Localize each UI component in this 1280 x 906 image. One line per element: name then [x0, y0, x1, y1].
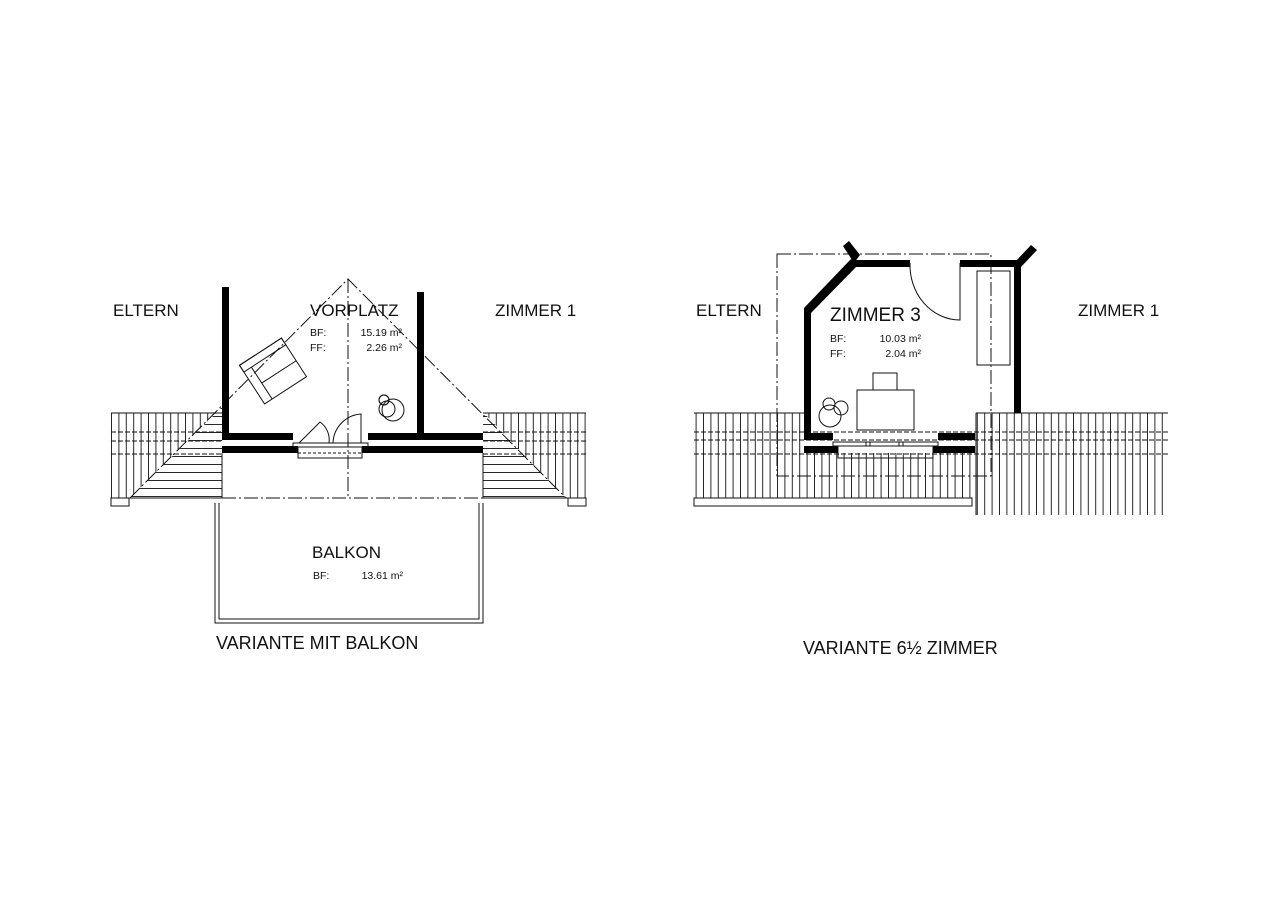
room-label-balkon: BALKON: [312, 543, 381, 562]
chair: [872, 372, 898, 391]
room-label-zimmer1: ZIMMER 1: [1078, 301, 1159, 320]
room-label-eltern: ELTERN: [113, 301, 179, 320]
caption-variante-balkon: VARIANTE MIT BALKON: [216, 633, 418, 653]
bf-value: 15.19 m²: [361, 327, 403, 339]
walls-left: [222, 287, 483, 453]
ff-value: 2.04 m²: [885, 348, 921, 360]
room-label-vorplatz: VORPLATZ: [310, 301, 398, 320]
desk: [856, 389, 915, 431]
plant-icon: [378, 394, 405, 422]
right-plan: ELTERN ZIMMER 3 ZIMMER 1 BF: 10.03 m² FF…: [693, 241, 1168, 658]
balkon-bf-value: 13.61 m²: [362, 570, 404, 582]
wardrobe: [976, 270, 1011, 366]
room-label-zimmer1: ZIMMER 1: [495, 301, 576, 320]
room-label-zimmer3: ZIMMER 3: [830, 305, 921, 326]
gable-outline: [129, 278, 567, 499]
sofa-icon: [238, 337, 308, 405]
bf-label: BF:: [310, 327, 326, 339]
balcony-outline: [214, 503, 484, 624]
ff-label: FF:: [310, 342, 326, 354]
ff-label: FF:: [830, 348, 846, 360]
ff-value: 2.26 m²: [366, 342, 402, 354]
caption-variante-zimmer: VARIANTE 6½ ZIMMER: [803, 638, 998, 658]
room-label-eltern: ELTERN: [696, 301, 762, 320]
plant-icon: [818, 397, 849, 428]
bf-label: BF:: [830, 333, 846, 345]
window: [832, 441, 939, 459]
balcony-door: [292, 413, 369, 459]
roof-hatching-left: [110, 407, 587, 507]
balkon-bf-label: BF:: [313, 570, 329, 582]
bf-value: 10.03 m²: [880, 333, 922, 345]
door-swing: [909, 262, 961, 321]
left-plan: ELTERN VORPLATZ ZIMMER 1 BF: 15.19 m² FF…: [110, 278, 587, 653]
walls-right: [804, 241, 1037, 453]
roof-hatching-right: [693, 412, 1168, 515]
